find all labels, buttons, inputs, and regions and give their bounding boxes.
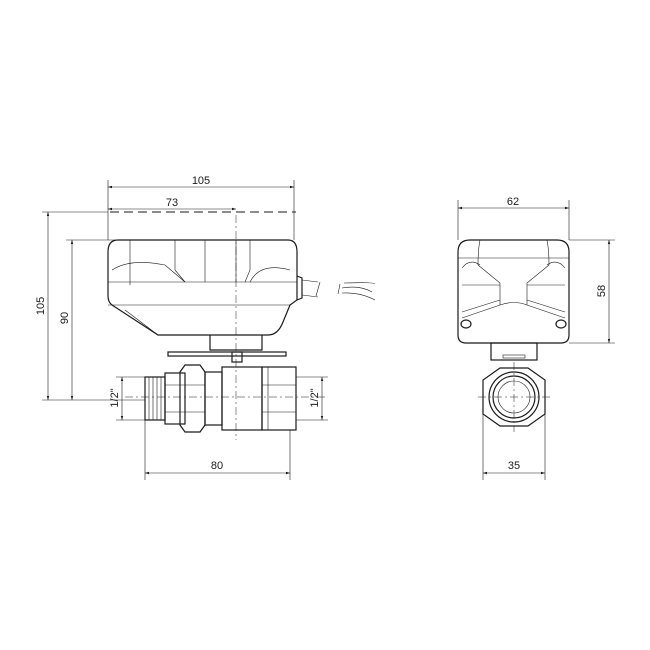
dim-width-105: 105 (192, 175, 210, 187)
actuator-side (457, 239, 570, 344)
dimensions-side: 62 58 35 (457, 196, 615, 480)
valve-body-side (478, 362, 552, 432)
valve-mount-side (490, 342, 538, 361)
dim-height-58: 58 (596, 285, 608, 297)
valve-body-front (125, 215, 325, 440)
dim-height-105: 105 (35, 297, 47, 315)
dim-thread-left: 1/2" (109, 388, 121, 407)
dim-width-62: 62 (507, 196, 519, 208)
actuator-front (107, 239, 376, 336)
dim-height-90: 90 (59, 312, 71, 324)
dimensions-front: 105 73 105 90 1/2" 1/2" 80 (35, 175, 328, 480)
side-view: 62 58 35 (457, 196, 615, 480)
valve-mount-front (167, 335, 287, 363)
dim-width-35: 35 (508, 460, 520, 472)
dim-thread-right: 1/2" (309, 388, 321, 407)
front-view: 105 73 105 90 1/2" 1/2" 80 (35, 175, 376, 480)
dim-offset-73: 73 (166, 197, 178, 209)
dim-length-80: 80 (211, 460, 223, 472)
